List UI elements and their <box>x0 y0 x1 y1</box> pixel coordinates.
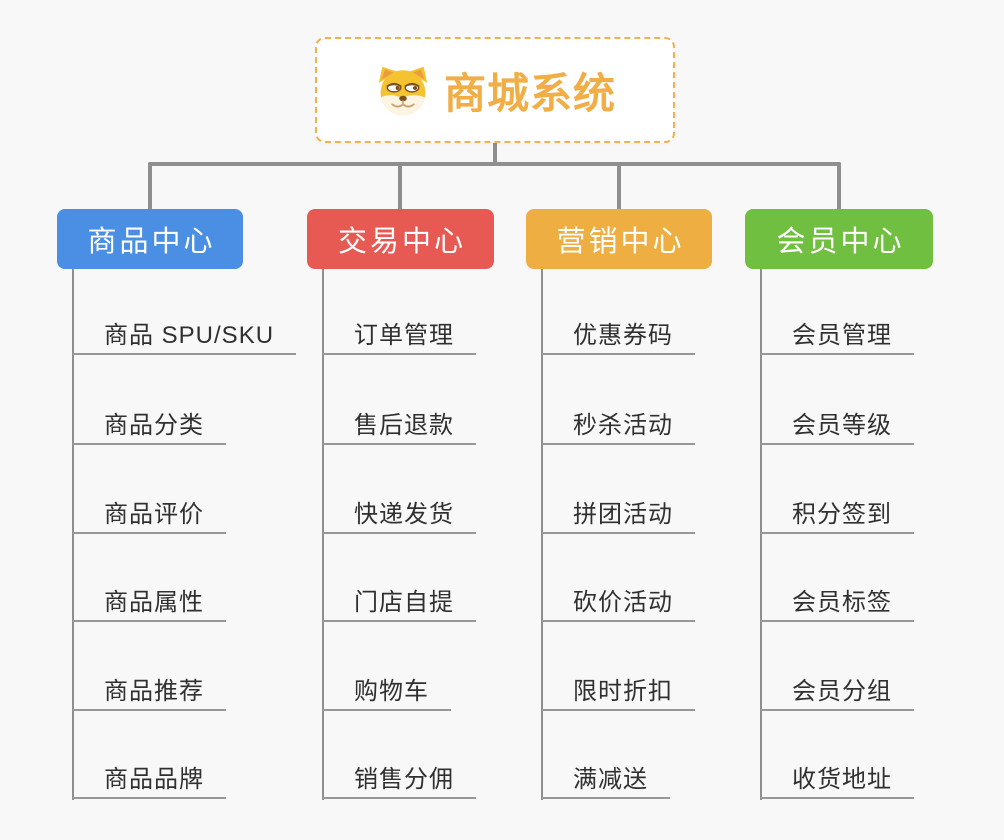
branch-label: 交易中心 <box>337 226 466 258</box>
leaf-node[interactable]: 积分签到 <box>760 498 914 534</box>
leaf-node[interactable]: 会员分组 <box>760 675 914 711</box>
branch-node-trade[interactable]: 交易中心 <box>307 209 494 269</box>
connector-column-member <box>760 269 762 800</box>
connector-column-product <box>72 269 74 800</box>
connector-column-trade <box>322 269 324 800</box>
leaf-node[interactable]: 门店自提 <box>322 586 476 622</box>
connector-column-marketing <box>541 269 543 800</box>
branch-label: 商品中心 <box>87 226 216 258</box>
leaf-node[interactable]: 收货地址 <box>760 763 914 799</box>
doge-dog-icon <box>378 66 428 116</box>
leaf-node[interactable]: 商品评价 <box>72 498 226 534</box>
leaf-node[interactable]: 商品品牌 <box>72 763 226 799</box>
leaf-node[interactable]: 砍价活动 <box>541 586 695 622</box>
leaf-node[interactable]: 商品推荐 <box>72 675 226 711</box>
root-node[interactable]: 商城系统 <box>315 37 675 143</box>
connector-horizontal <box>148 162 841 166</box>
connector-drop-trade <box>398 162 402 210</box>
branch-label: 会员中心 <box>776 226 905 258</box>
leaf-node[interactable]: 购物车 <box>322 675 451 711</box>
connector-drop-member <box>837 162 841 210</box>
leaf-node[interactable]: 会员标签 <box>760 586 914 622</box>
connector-root-stub <box>493 141 497 165</box>
leaf-node[interactable]: 商品分类 <box>72 409 226 445</box>
leaf-node[interactable]: 会员等级 <box>760 409 914 445</box>
branch-node-marketing[interactable]: 营销中心 <box>526 209 712 269</box>
branch-node-member[interactable]: 会员中心 <box>745 209 933 269</box>
root-title: 商城系统 <box>443 69 616 117</box>
leaf-node[interactable]: 满减送 <box>541 763 670 799</box>
leaf-node[interactable]: 销售分佣 <box>322 763 476 799</box>
leaf-node[interactable]: 会员管理 <box>760 319 914 355</box>
leaf-node[interactable]: 商品属性 <box>72 586 226 622</box>
leaf-node[interactable]: 商品 SPU/SKU <box>72 319 297 355</box>
branch-label: 营销中心 <box>556 226 685 258</box>
leaf-node[interactable]: 售后退款 <box>322 409 476 445</box>
leaf-node[interactable]: 限时折扣 <box>541 675 695 711</box>
connector-drop-marketing <box>617 162 621 210</box>
leaf-node[interactable]: 订单管理 <box>322 319 476 355</box>
leaf-node[interactable]: 秒杀活动 <box>541 409 695 445</box>
connector-drop-product <box>148 162 152 210</box>
leaf-node[interactable]: 快递发货 <box>322 498 476 534</box>
branch-node-product[interactable]: 商品中心 <box>57 209 243 269</box>
leaf-node[interactable]: 优惠券码 <box>541 319 695 355</box>
leaf-node[interactable]: 拼团活动 <box>541 498 695 534</box>
